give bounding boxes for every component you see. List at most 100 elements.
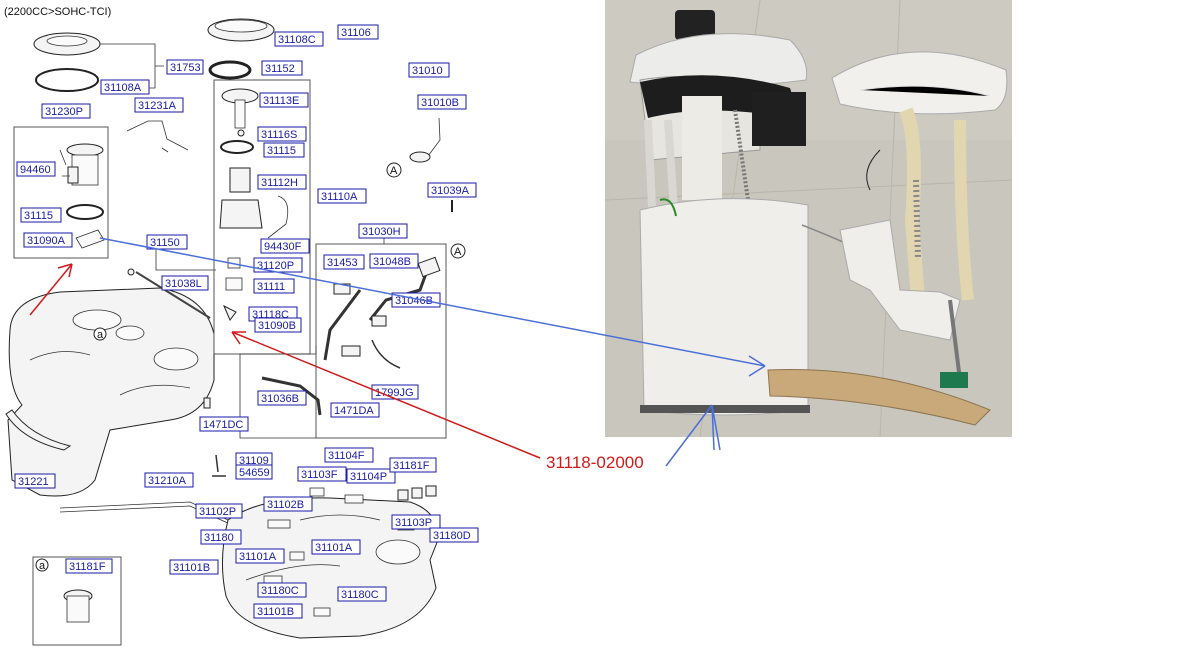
part-label-text: 31112H: [261, 177, 298, 189]
pump-body-31112H: [219, 167, 263, 229]
part-label-text: 31104P: [350, 471, 387, 483]
part-label-text: 31101B: [173, 562, 210, 574]
part-label-text: 31106: [341, 27, 371, 39]
circle-A-marker-2: [450, 243, 466, 259]
part-31111: [225, 277, 243, 291]
part-label-31150: 31150: [146, 234, 188, 250]
circle-a-text: a: [97, 329, 104, 341]
part-label-31115b: 31115: [263, 142, 305, 158]
pump-assembly-frame: [13, 126, 109, 259]
filter-31090A: [75, 229, 105, 249]
part-label-31102B: 31102B: [263, 496, 313, 512]
part-label-31106: 31106: [337, 24, 379, 40]
part-label-31038L: 31038L: [161, 275, 209, 291]
part-label-text: 31090A: [27, 235, 66, 247]
part-label-text: 31111: [257, 281, 285, 293]
part-label-1799JG: 1799JG: [371, 384, 419, 400]
part-label-text: 31048B: [373, 256, 411, 268]
part-label-text: 31010B: [421, 97, 459, 109]
part-label-text: 1799JG: [375, 387, 414, 399]
part-label-text: 31108A: [104, 82, 142, 94]
circle-A-text-1: A: [390, 165, 398, 177]
part-label-31181Fb: 31181F: [65, 558, 113, 574]
lock-ring-31106: [207, 18, 275, 42]
part-label-31110A: 31110A: [317, 188, 367, 204]
part-label-31103P: 31103P: [391, 514, 441, 530]
part-label-text: 31181F: [393, 460, 430, 472]
wire-94430F: [267, 195, 289, 239]
part-label-31101Bb: 31101B: [253, 603, 303, 619]
blue-arrows: [99, 237, 766, 467]
part-label-text: 31090B: [258, 320, 296, 332]
part-label-31453: 31453: [323, 254, 365, 270]
harness-31231A: [126, 120, 189, 153]
fuel-tank-left: [7, 287, 215, 497]
callout-part-number: 31118-02000: [546, 453, 644, 472]
part-label-text: 31231A: [138, 100, 177, 112]
part-label-text: 31039A: [431, 185, 470, 197]
part-label-text: 31038L: [165, 278, 202, 290]
rod-31150: [135, 271, 211, 319]
vent-assembly-frame: [315, 243, 447, 439]
gasket-31108A: [35, 68, 99, 92]
caps-31181F: [397, 485, 437, 501]
part-label-31090A: 31090A: [23, 232, 73, 248]
part-label-31103F: 31103F: [297, 466, 347, 482]
pump-module-small: [59, 143, 104, 186]
part-label-text: 31120P: [257, 260, 294, 272]
part-label-94430F: 94430F: [260, 238, 310, 254]
part-label-31753: 31753: [166, 59, 204, 75]
part-label-text: 31115: [267, 145, 296, 157]
part-label-31109: 31109: [235, 452, 273, 468]
part-label-31181Fa: 31181F: [389, 457, 437, 473]
part-label-31108A: 31108A: [100, 79, 150, 95]
part-label-31101A: 31101A: [235, 548, 285, 564]
inset-fitting-31181F: [63, 589, 93, 623]
sender-31010: [409, 117, 441, 163]
part-label-text: 31115: [24, 210, 53, 222]
part-label-text: 31210A: [148, 475, 187, 487]
part-label-31221: 31221: [14, 473, 56, 489]
inset-a-text: a: [39, 560, 46, 572]
part-label-54659: 54659: [235, 464, 273, 480]
part-label-text: 31103F: [301, 469, 338, 481]
part-label-text: 31753: [170, 62, 201, 74]
part-label-text: 31101A: [315, 542, 353, 554]
red-arrows: [29, 263, 541, 459]
part-label-text: 31113E: [263, 95, 299, 107]
strap-31221: [5, 409, 72, 451]
bolt-icon: [127, 268, 135, 276]
part-label-31152: 31152: [261, 60, 303, 76]
part-label-text: 1471DA: [334, 405, 374, 417]
part-label-31115a: 31115: [20, 207, 62, 223]
part-label-text: 31180C: [261, 585, 299, 597]
part-label-31010: 31010: [408, 62, 450, 78]
part-label-text: 94460: [20, 164, 51, 176]
vent-hoses: [261, 256, 441, 416]
part-label-31048B: 31048B: [369, 253, 419, 269]
part-label-text: 31103P: [395, 517, 432, 529]
part-label-31180D: 31180D: [429, 527, 479, 543]
part-label-1471DC: 1471DC: [199, 416, 249, 432]
part-label-31231A: 31231A: [134, 97, 184, 113]
part-label-31104F: 31104F: [324, 447, 374, 463]
spring-31116S: [237, 129, 245, 137]
clamp-1471DC: [203, 397, 211, 409]
part-label-text: 54659: [239, 467, 270, 479]
part-label-text: 31116S: [261, 129, 297, 141]
part-label-31112H: 31112H: [257, 174, 307, 190]
part-label-text: 31152: [265, 63, 295, 75]
part-31118C: [223, 304, 237, 321]
part-label-text: 94430F: [264, 241, 302, 253]
part-label-text: 31180D: [433, 530, 471, 542]
part-label-text: 31221: [18, 476, 49, 488]
part-label-31104P: 31104P: [346, 468, 396, 484]
part-label-text: 31230P: [45, 106, 83, 118]
cover-plate-31753: [33, 32, 101, 56]
part-label-31116S: 31116S: [257, 126, 307, 142]
part-label-31010B: 31010B: [417, 94, 467, 110]
part-label-text: 1471DC: [203, 419, 243, 431]
part-label-31230P: 31230P: [41, 103, 91, 119]
fuel-pump-photo: [604, 0, 1013, 438]
